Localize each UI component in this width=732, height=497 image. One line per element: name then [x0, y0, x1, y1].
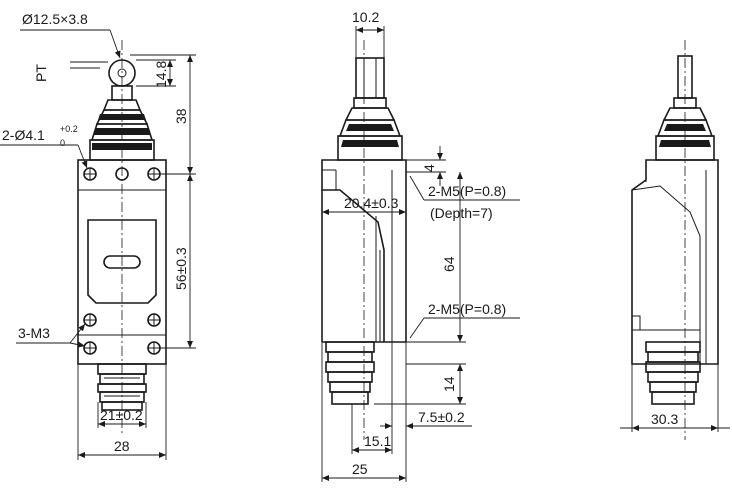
- rear-gland: [645, 341, 701, 405]
- side-dimensions: 10.2 4 20.4±0.3 2-M5(P=0.8) (Depth=7) 64…: [321, 9, 520, 482]
- front-gland: [97, 363, 147, 411]
- side-boot: [337, 107, 403, 161]
- rear-width-dim: 30.3: [651, 411, 678, 427]
- side-plunger: [353, 57, 387, 109]
- front-view: Ø12.5×3.8 PT 14.8 38 2-Ø4.1 +0.2 0 56±0: [0, 11, 196, 460]
- m5-bottom-dim: 2-M5(P=0.8): [428, 301, 506, 317]
- rear-body: [631, 159, 719, 365]
- roller-dim: Ø12.5×3.8: [22, 11, 88, 27]
- small-offset-dim: 4: [421, 164, 437, 172]
- rear-view: 30.3: [620, 40, 730, 440]
- body-height-dim: 56±0.3: [173, 247, 189, 290]
- total-width-dim: 28: [114, 438, 130, 454]
- bottom-width-dim: 21±0.2: [100, 407, 143, 423]
- plunger-width-dim: 10.2: [352, 9, 379, 25]
- slot-icon: [103, 255, 141, 269]
- side-offset-dim: 7.5±0.2: [418, 409, 465, 425]
- mount-tol-upper: +0.2: [60, 124, 78, 134]
- mount-tol-lower: 0: [60, 138, 65, 148]
- pt-label: PT: [33, 64, 49, 82]
- side-depth-dim: 20.4±0.3: [344, 195, 399, 211]
- mount-holes-dim: 2-Ø4.1: [2, 127, 45, 143]
- m5-top-dim: 2-M5(P=0.8): [428, 183, 506, 199]
- head-height-dim: 38: [173, 108, 189, 124]
- m5-spacing-dim: 64: [441, 256, 457, 272]
- front-dimensions: Ø12.5×3.8 PT 14.8 38 2-Ø4.1 +0.2 0 56±0: [0, 11, 196, 460]
- roller-height-dim: 14.8: [153, 61, 169, 88]
- rear-boot: [655, 107, 715, 161]
- rear-dimensions: 30.3: [620, 364, 730, 432]
- bottom-offset-dim: 14: [441, 376, 457, 392]
- neck-offset-dim: 15.1: [364, 433, 391, 449]
- m5-depth-dim: (Depth=7): [430, 205, 493, 221]
- side-view: 10.2 4 20.4±0.3 2-M5(P=0.8) (Depth=7) 64…: [321, 9, 520, 482]
- side-gland: [325, 341, 375, 405]
- m3-holes-dim: 3-M3: [18, 325, 50, 341]
- label-plate: [87, 219, 157, 304]
- side-width-dim: 25: [352, 461, 368, 477]
- front-boot: [89, 99, 155, 161]
